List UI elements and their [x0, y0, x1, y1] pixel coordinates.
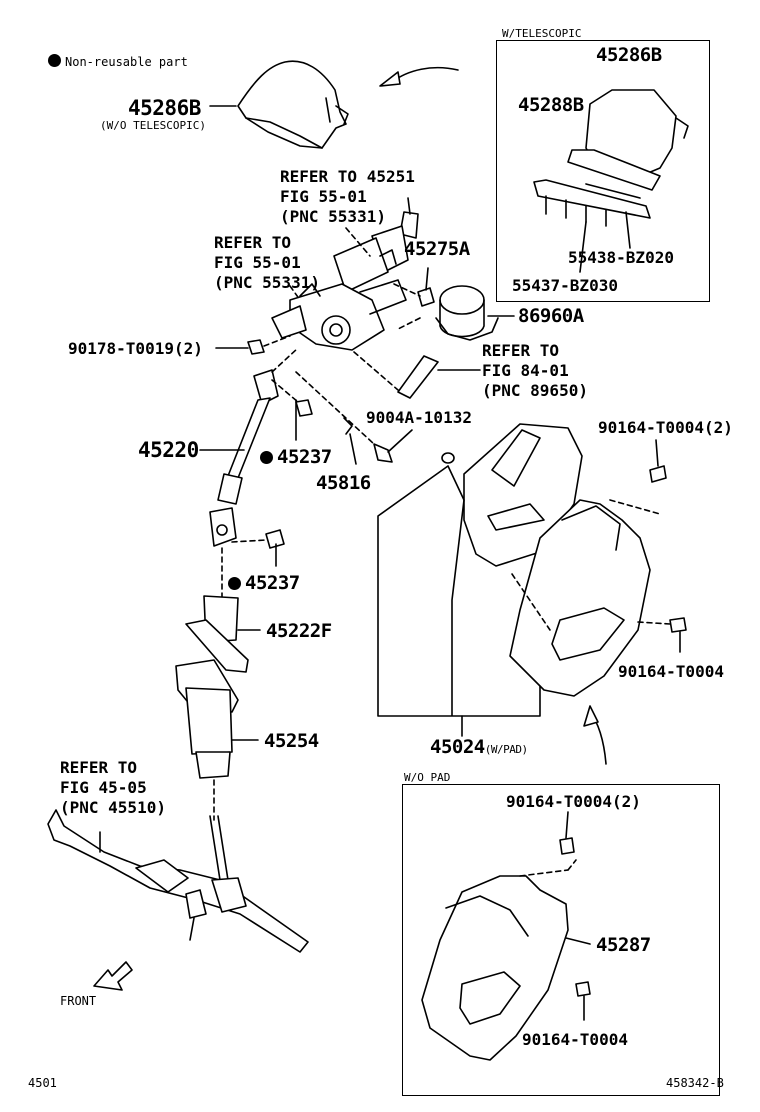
nut-90178-drawing — [247, 339, 265, 355]
label-45024-text: 45024 — [430, 736, 485, 758]
label-45287: 45287 — [596, 934, 651, 956]
screw-small-drawing — [441, 452, 455, 464]
label-45220: 45220 — [138, 438, 199, 462]
label-45275a: 45275A — [404, 238, 470, 260]
legend-text: Non-reusable part — [65, 55, 188, 69]
label-45237-upper: 45237 — [260, 446, 332, 468]
label-45237-upper-text: 45237 — [277, 446, 332, 468]
boot-45222f-drawing — [185, 595, 261, 673]
label-9004a: 9004A-10132 — [366, 408, 472, 427]
spiral-cable-86960a-drawing — [435, 285, 515, 341]
non-reusable-marker-icon — [48, 54, 61, 67]
column-cover-upper-drawing — [237, 60, 349, 149]
refer-84-line1: REFER TO — [482, 341, 560, 360]
label-45254: 45254 — [264, 730, 319, 752]
label-86960a: 86960A — [518, 305, 584, 327]
wo-pad-box-title: W/O PAD — [404, 771, 451, 784]
wo-pad-box — [402, 784, 720, 1096]
label-45222f: 45222F — [266, 620, 332, 642]
label-45286b-sub: (W/O TELESCOPIC) — [100, 119, 206, 132]
refer-84-line2: FIG 84-01 — [482, 361, 569, 380]
label-45024: 45024(W/PAD) — [430, 736, 528, 758]
refer-45-line2: FIG 45-05 — [60, 778, 147, 797]
label-55438: 55438-BZ020 — [568, 248, 674, 267]
refer-55b-line2: FIG 55-01 — [214, 253, 301, 272]
telescopic-cover-drawing — [533, 89, 689, 273]
label-90164-mid: 90164-T0004 — [618, 662, 724, 681]
label-45237-lower-text: 45237 — [245, 572, 300, 594]
footer-figure-number: 4501 — [28, 1076, 57, 1090]
steering-rack-drawing — [47, 809, 309, 953]
screw-9004a-drawing — [373, 443, 393, 463]
bolt-45275a-drawing — [417, 267, 435, 307]
refer-45-line1: REFER TO — [60, 758, 138, 777]
clip-45816-drawing — [343, 417, 353, 435]
bolt-45237-lower-drawing — [265, 529, 285, 549]
label-90164-top: 90164-T0004(2) — [598, 418, 733, 437]
screw-90164-mid-drawing — [669, 617, 687, 633]
refer-84-line3: (PNC 89650) — [482, 381, 588, 400]
screw-90164-top-drawing — [649, 465, 667, 483]
footer-illustration-id: 458342-B — [666, 1076, 724, 1090]
screw-90164-wopad-bot-drawing — [575, 981, 591, 997]
label-90164-wopad-bot: 90164-T0004 — [522, 1030, 628, 1049]
label-45288b: 45288B — [518, 94, 584, 116]
label-45024-sub: (W/PAD) — [484, 743, 528, 756]
label-45237-lower: 45237 — [228, 572, 300, 594]
telescopic-box — [496, 40, 710, 302]
front-arrow-icon — [93, 961, 133, 991]
refer-45-line3: (PNC 45510) — [60, 798, 166, 817]
column-cover-lower-45024-drawing — [463, 423, 651, 697]
refer-55b-line1: REFER TO — [214, 233, 292, 252]
label-90178: 90178-T0019(2) — [68, 339, 203, 358]
non-reusable-marker-icon — [228, 577, 241, 590]
label-90164-wopad-top: 90164-T0004(2) — [506, 792, 641, 811]
label-45286b-tele: 45286B — [596, 44, 662, 66]
legend: Non-reusable part — [48, 54, 188, 69]
label-45286b: 45286B — [128, 96, 201, 120]
refer-55-line3: (PNC 55331) — [280, 207, 386, 226]
screw-90164-wopad-top-drawing — [559, 837, 575, 855]
sensor-89650-drawing — [397, 355, 481, 399]
intermediate-shaft-45220-drawing — [209, 369, 279, 547]
refer-55-line1: REFER TO 45251 — [280, 167, 415, 186]
refer-55b-line3: (PNC 55331) — [214, 273, 320, 292]
assembly-arrow-top — [391, 66, 459, 83]
label-55437: 55437-BZ030 — [512, 276, 618, 295]
bolt-45237-upper-drawing — [295, 399, 313, 417]
steering-column-drawing — [271, 197, 419, 351]
telescopic-box-title: W/TELESCOPIC — [502, 27, 582, 40]
non-reusable-marker-icon — [260, 451, 273, 464]
front-label: FRONT — [60, 994, 97, 1008]
label-45816: 45816 — [316, 472, 371, 494]
refer-55-line2: FIG 55-01 — [280, 187, 367, 206]
boot-45254-drawing — [175, 659, 259, 779]
column-cover-lower-45287-drawing — [421, 875, 591, 1061]
